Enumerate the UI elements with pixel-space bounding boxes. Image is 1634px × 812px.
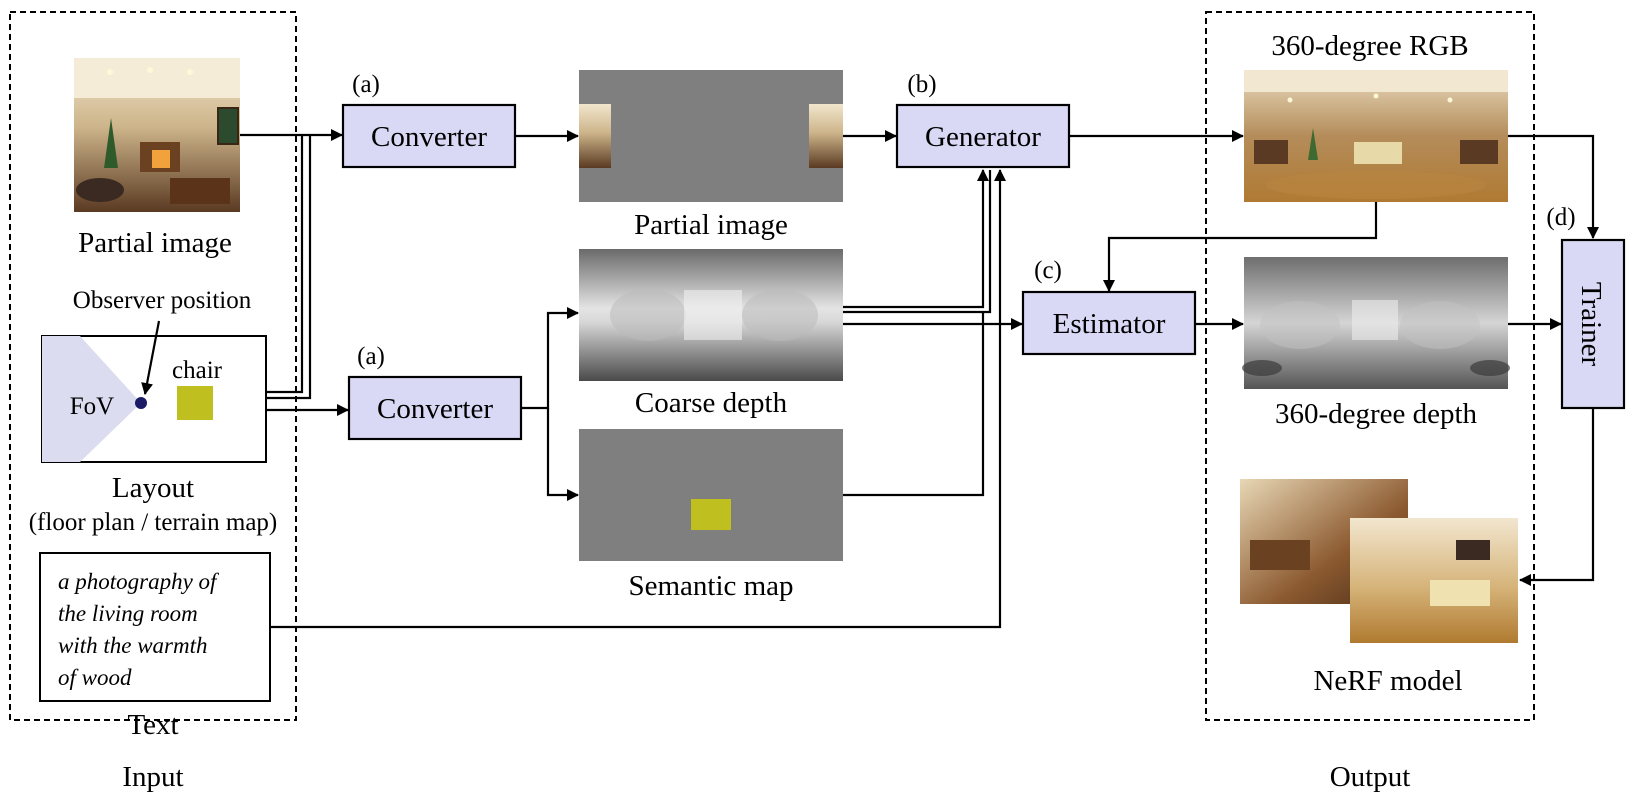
fov-label: FoV xyxy=(70,393,114,420)
semantic-map-caption: Semantic map xyxy=(628,570,793,602)
input-group-label: Input xyxy=(122,761,183,793)
intermediate-partial-image xyxy=(579,70,843,202)
output-group-frame xyxy=(1205,11,1535,721)
arrow-depth-to-generator-b xyxy=(843,170,992,314)
step-label-a2: (a) xyxy=(357,343,385,370)
output-depth-panorama xyxy=(1242,257,1510,389)
generator-label: Generator xyxy=(925,121,1041,153)
output-group-label: Output xyxy=(1330,761,1411,793)
converter-label-2: Converter xyxy=(377,393,493,425)
semantic-chair-patch xyxy=(691,499,731,530)
step-label-b: (b) xyxy=(907,71,936,98)
text-caption: Text xyxy=(127,709,178,741)
observer-pointer-arrow xyxy=(141,320,161,395)
arrow-semantic-to-generator xyxy=(843,312,985,497)
text-prompt-line: the living room xyxy=(58,601,198,626)
observer-dot xyxy=(135,397,147,409)
text-prompt-line: a photography of xyxy=(58,569,220,594)
coarse-depth-caption: Coarse depth xyxy=(635,387,788,419)
step-label-d: (d) xyxy=(1546,204,1575,231)
chair-label: chair xyxy=(172,357,223,384)
converter-box-1 xyxy=(341,103,517,169)
step-label-a1: (a) xyxy=(352,71,380,98)
arrow-layout-to-converter1-b xyxy=(266,135,304,394)
step-label-c: (c) xyxy=(1034,257,1062,284)
output-nerf-views xyxy=(1240,479,1518,643)
converter-label-1: Converter xyxy=(371,121,487,153)
estimator-box xyxy=(1021,290,1197,356)
arrow-layout-to-converter1 xyxy=(266,135,312,400)
arrow-text-to-generator xyxy=(270,169,1006,629)
chair-marker xyxy=(177,386,213,420)
intermediate-partial-image-caption: Partial image xyxy=(634,209,788,241)
layout-subcaption: (floor plan / terrain map) xyxy=(29,509,278,536)
observer-position-label: Observer position xyxy=(73,287,252,314)
arrow-converter2-to-semantic xyxy=(546,408,579,501)
output-rgb-caption: 360-degree RGB xyxy=(1271,30,1468,62)
arrow-converter2-branch xyxy=(521,307,579,410)
output-nerf-caption: NeRF model xyxy=(1313,665,1462,697)
input-group-frame xyxy=(9,11,297,721)
generator-box xyxy=(895,103,1071,169)
converter-box-2 xyxy=(347,375,523,441)
text-prompt-box xyxy=(39,552,271,702)
output-rgb-panorama xyxy=(1244,70,1508,202)
input-partial-image-caption: Partial image xyxy=(78,227,232,259)
arrow-depth-to-generator xyxy=(843,169,989,309)
layout-caption: Layout xyxy=(112,472,194,504)
arrow-rgb-to-trainer xyxy=(1508,134,1599,239)
text-prompt-line: with the warmth xyxy=(58,633,208,658)
input-partial-photo xyxy=(74,58,240,212)
trainer-box xyxy=(1560,238,1626,410)
arrow-trainer-to-nerf xyxy=(1519,408,1595,586)
text-prompt-line: of wood xyxy=(58,665,132,690)
estimator-label: Estimator xyxy=(1053,308,1166,340)
trainer-label: Trainer xyxy=(1575,282,1607,367)
output-depth-caption: 360-degree depth xyxy=(1275,398,1478,430)
semantic-map xyxy=(579,429,843,561)
coarse-depth-map xyxy=(579,249,843,381)
fov-region xyxy=(42,336,141,462)
arrow-rgb-to-estimator xyxy=(1103,202,1378,292)
